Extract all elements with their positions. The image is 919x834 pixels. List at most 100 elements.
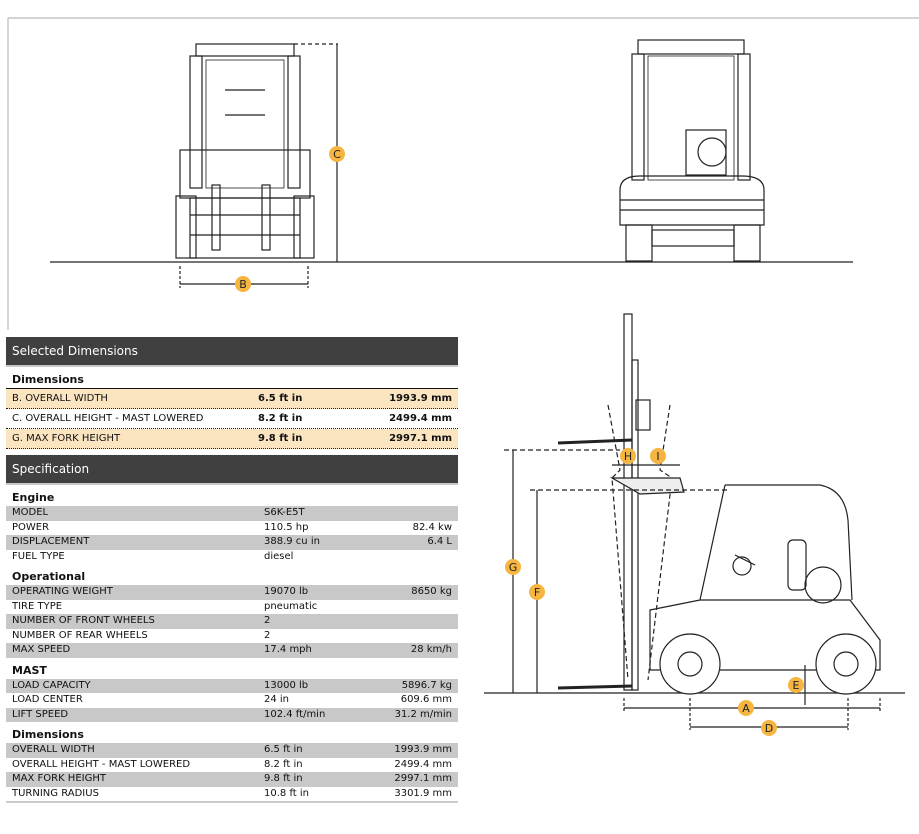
- spec-row: MAX SPEED 17.4 mph 28 km/h: [6, 643, 458, 658]
- row-metric: 2997.1 mm: [394, 773, 452, 784]
- label-a-text: A: [742, 702, 750, 715]
- row-metric: 8650 kg: [411, 586, 452, 597]
- spec-row: OPERATING WEIGHT 19070 lb 8650 kg: [6, 585, 458, 600]
- label-h-text: H: [624, 450, 632, 463]
- row-label: TURNING RADIUS: [12, 787, 99, 799]
- row-label: G. MAX FORK HEIGHT: [12, 433, 121, 444]
- label-g: G: [505, 559, 521, 575]
- spec-row: DISPLACEMENT 388.9 cu in 6.4 L: [6, 535, 458, 550]
- label-c-text: C: [333, 148, 341, 161]
- row-imperial: 2: [264, 615, 271, 626]
- row-imperial: S6K-E5T: [264, 507, 305, 518]
- row-label: MAX FORK HEIGHT: [12, 773, 106, 784]
- row-label: B. OVERALL WIDTH: [12, 393, 108, 404]
- selected-dimensions-header: Selected Dimensions: [6, 337, 458, 367]
- dimension-labels: B C G F H I E A D: [235, 146, 804, 736]
- row-imperial: 102.4 ft/min: [264, 708, 326, 720]
- specification-header: Specification: [6, 455, 458, 485]
- row-imperial: pneumatic: [264, 600, 318, 612]
- spec-section-title: Dimensions: [12, 728, 84, 741]
- spec-section-title: Engine: [12, 491, 55, 504]
- row-label: NUMBER OF REAR WHEELS: [12, 629, 148, 641]
- row-label: TIRE TYPE: [12, 600, 63, 612]
- row-imperial: 9.8 ft in: [264, 773, 303, 784]
- row-metric: 3301.9 mm: [394, 787, 452, 799]
- spec-row: OVERALL HEIGHT - MAST LOWERED 8.2 ft in 24…: [6, 758, 458, 773]
- row-label: C. OVERALL HEIGHT - MAST LOWERED: [12, 413, 204, 424]
- row-metric: [332, 614, 458, 629]
- label-a: A: [738, 700, 754, 716]
- spec-row: TIRE TYPE pneumatic: [6, 600, 458, 615]
- label-i-text: I: [656, 450, 659, 463]
- row-imperial: 388.9 cu in: [264, 536, 320, 547]
- label-c: C: [329, 146, 345, 162]
- label-b-text: B: [239, 278, 247, 291]
- spec-section-title: MAST: [12, 663, 47, 677]
- row-metric: 28 km/h: [410, 644, 452, 655]
- row-label: LOAD CENTER: [12, 694, 83, 705]
- row-imperial: 10.8 ft in: [264, 787, 310, 799]
- row-metric: 2499.4 mm: [389, 413, 452, 424]
- label-e: E: [788, 677, 804, 693]
- label-h: H: [620, 448, 636, 464]
- spec-section-title: Operational: [12, 570, 86, 583]
- label-e-text: E: [793, 679, 800, 692]
- row-imperial: diesel: [264, 550, 294, 562]
- row-label: NUMBER OF FRONT WHEELS: [12, 615, 155, 626]
- side-view-drawing: [484, 313, 905, 730]
- row-imperial: 17.4 mph: [264, 644, 312, 655]
- row-metric: 2997.1 mm: [389, 433, 452, 444]
- row-metric: [332, 506, 458, 521]
- row-metric: [332, 550, 458, 565]
- row-metric: 82.4 kw: [412, 521, 452, 533]
- row-metric: 5896.7 kg: [401, 679, 452, 691]
- row-imperial: 9.8 ft in: [258, 433, 303, 444]
- row-metric: 1993.9 mm: [394, 744, 452, 755]
- row-label: MAX SPEED: [12, 644, 71, 655]
- spec-row: MAX FORK HEIGHT 9.8 ft in 2997.1 mm: [6, 772, 458, 787]
- row-label: MODEL: [12, 507, 49, 518]
- spec-row: NUMBER OF FRONT WHEELS 2: [6, 614, 458, 629]
- row-metric: 609.6 mm: [400, 694, 452, 705]
- label-f-text: F: [534, 586, 540, 599]
- row-metric: [332, 600, 458, 615]
- row-imperial: 6.5 ft in: [264, 744, 303, 755]
- label-d-text: D: [765, 722, 773, 735]
- rear-view-drawing: [455, 39, 853, 263]
- spec-row: NUMBER OF REAR WHEELS 2: [6, 629, 458, 644]
- row-metric: 6.4 L: [427, 536, 452, 547]
- row-label: OVERALL HEIGHT - MAST LOWERED: [12, 758, 191, 770]
- label-f: F: [529, 584, 545, 600]
- spec-row: LIFT SPEED 102.4 ft/min 31.2 m/min: [6, 707, 458, 722]
- row-label: OVERALL WIDTH: [12, 744, 95, 755]
- row-label: LOAD CAPACITY: [12, 679, 91, 691]
- selected-section-title: Dimensions: [12, 373, 84, 386]
- row-label: OPERATING WEIGHT: [12, 586, 113, 597]
- row-imperial: 19070 lb: [264, 586, 309, 597]
- spec-row: MODEL S6K-E5T: [6, 506, 458, 521]
- spec-row: OVERALL WIDTH 6.5 ft in 1993.9 mm: [6, 743, 458, 758]
- row-metric: 31.2 m/min: [394, 708, 452, 720]
- selected-row: G. MAX FORK HEIGHT 9.8 ft in 2997.1 mm: [6, 429, 458, 449]
- spec-row: LOAD CAPACITY 13000 lb 5896.7 kg: [6, 678, 458, 693]
- label-g-text: G: [509, 561, 518, 574]
- row-metric: 2499.4 mm: [394, 758, 452, 770]
- row-label: FUEL TYPE: [12, 550, 65, 562]
- row-imperial: 13000 lb: [264, 679, 309, 691]
- spec-row: FUEL TYPE diesel: [6, 550, 458, 565]
- label-d: D: [761, 720, 777, 736]
- row-label: POWER: [12, 521, 50, 533]
- row-metric: [332, 629, 458, 644]
- row-label: DISPLACEMENT: [12, 536, 90, 547]
- row-imperial: 2: [264, 629, 271, 641]
- row-imperial: 8.2 ft in: [264, 758, 303, 770]
- row-label: LIFT SPEED: [12, 708, 69, 720]
- front-view-drawing: [50, 43, 455, 288]
